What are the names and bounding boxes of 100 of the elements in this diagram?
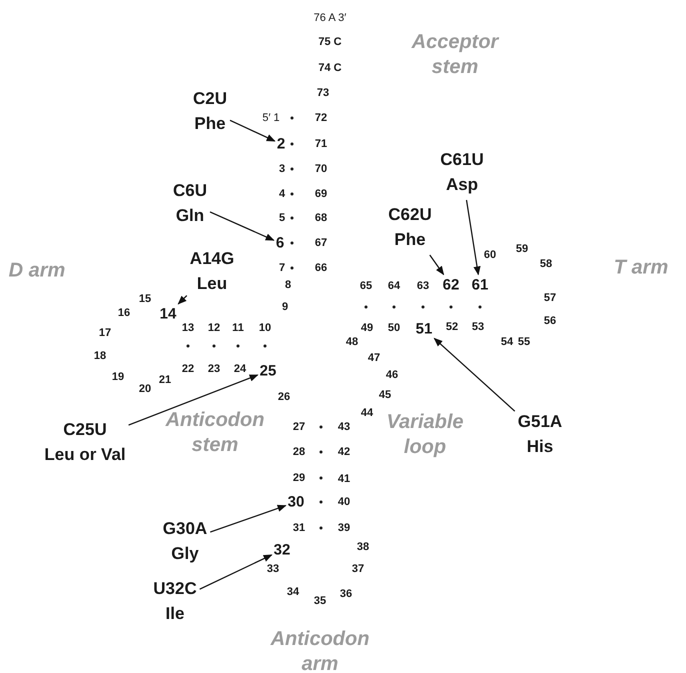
nucleotide-number: 69: [314, 188, 328, 200]
nucleotide-number: 56: [544, 315, 556, 327]
nucleotide-number: 21: [158, 374, 172, 386]
arrow: [199, 554, 273, 590]
nucleotide-number: 9: [282, 301, 288, 313]
nucleotide-number: 43: [338, 421, 350, 433]
nucleotide-number: 5′ 1: [262, 112, 280, 124]
nucleotide-number: 28: [292, 446, 306, 458]
arrow: [210, 504, 287, 533]
nucleotide-number: 46: [386, 369, 398, 381]
nucleotide-number: 48: [346, 336, 358, 348]
amino-acid-label: Leu or Val: [44, 444, 126, 466]
nucleotide-number: 4: [278, 188, 286, 200]
amino-acid-label: Ile: [166, 603, 184, 625]
nucleotide-number: 64: [388, 280, 400, 292]
nucleotide-number: 45: [378, 389, 392, 401]
nucleotide-number: 52: [446, 321, 458, 333]
nucleotide-number: 54: [500, 336, 514, 348]
region-label: T arm: [614, 256, 668, 280]
nucleotide-number: 68: [314, 212, 328, 224]
nucleotide-number: 18: [94, 350, 106, 362]
nucleotide-number: 19: [112, 371, 124, 383]
nucleotide-number: 7: [278, 262, 286, 274]
nucleotide-number: 30: [288, 494, 304, 510]
arrow: [178, 295, 188, 305]
mutation-label: G51A: [518, 411, 562, 433]
nucleotide-number: 23: [208, 363, 220, 375]
nucleotide-number: 63: [416, 280, 430, 292]
mutation-label: C61U: [440, 149, 484, 171]
mutation-label: C25U: [63, 419, 107, 441]
nucleotide-number: 70: [314, 163, 328, 175]
nucleotide-number: 60: [484, 249, 496, 261]
nucleotide-number: 15: [138, 293, 152, 305]
region-label: D arm: [8, 258, 66, 284]
nucleotide-number: 40: [338, 496, 350, 508]
nucleotide-number: 59: [516, 243, 528, 255]
nucleotide-number: 33: [266, 563, 280, 575]
nucleotide-number: 44: [360, 407, 374, 419]
mutation-label: C6U: [173, 180, 207, 202]
arrow: [128, 374, 259, 426]
nucleotide-number: 3: [278, 163, 286, 175]
nucleotide-number: 22: [182, 363, 194, 375]
arrow: [434, 338, 516, 412]
mutation-label: C62U: [388, 204, 432, 226]
nucleotide-number: 37: [352, 563, 364, 575]
nucleotide-number: 38: [356, 541, 370, 553]
nucleotide-number: 14: [160, 306, 176, 322]
mutation-label: A14G: [190, 248, 234, 270]
amino-acid-label: His: [526, 436, 554, 458]
nucleotide-number: 13: [182, 322, 194, 334]
nucleotide-number: 11: [232, 322, 244, 334]
nucleotide-number: 35: [314, 595, 326, 607]
nucleotide-number: 65: [360, 280, 372, 292]
nucleotide-number: 2: [276, 136, 286, 152]
nucleotide-number: 32: [274, 542, 290, 558]
mutation-label: C2U: [193, 88, 227, 110]
nucleotide-number: 5: [278, 212, 286, 224]
arrow: [210, 211, 275, 241]
region-label: Acceptor stem: [410, 30, 500, 80]
amino-acid-label: Gly: [171, 543, 199, 565]
amino-acid-label: Phe: [394, 229, 426, 251]
region-label: Anticodon stem: [164, 408, 266, 458]
nucleotide-number: 6: [276, 234, 284, 252]
nucleotide-number: 41: [338, 473, 350, 485]
nucleotide-number: 75 C: [318, 36, 342, 48]
nucleotide-number: 73: [316, 87, 330, 99]
nucleotide-number: 61: [472, 276, 488, 294]
nucleotide-number: 57: [544, 292, 556, 304]
nucleotide-number: 29: [292, 472, 306, 484]
amino-acid-label: Leu: [196, 273, 228, 295]
nucleotide-number: 26: [278, 391, 290, 403]
nucleotide-number: 50: [388, 322, 400, 334]
nucleotide-number: 12: [208, 322, 220, 334]
nucleotide-number: 8: [284, 279, 292, 291]
amino-acid-label: Asp: [446, 174, 478, 196]
nucleotide-number: 31: [292, 522, 306, 534]
mutation-label: U32C: [153, 578, 197, 600]
nucleotide-number: 72: [314, 112, 328, 124]
nucleotide-number: 49: [360, 322, 374, 334]
nucleotide-number: 27: [292, 421, 306, 433]
nucleotide-number: 17: [98, 327, 112, 339]
nucleotide-number: 67: [314, 237, 328, 249]
nucleotide-number: 10: [258, 322, 272, 334]
nucleotide-number: 66: [314, 262, 328, 274]
nucleotide-number: 36: [340, 588, 352, 600]
nucleotide-number: 71: [314, 138, 328, 150]
nucleotide-number: 47: [368, 352, 380, 364]
region-label: Anticodon arm: [269, 627, 370, 673]
nucleotide-number: 53: [472, 321, 484, 333]
nucleotide-number: 25: [260, 362, 276, 380]
nucleotide-number: 24: [234, 363, 246, 375]
nucleotide-number: 51: [416, 320, 432, 338]
amino-acid-label: Phe: [194, 113, 226, 135]
arrow: [429, 254, 444, 276]
nucleotide-number: 76 A 3′: [314, 12, 346, 24]
arrow: [466, 200, 481, 276]
nucleotide-number: 42: [338, 446, 350, 458]
nucleotide-number: 16: [118, 307, 130, 319]
arrow: [230, 120, 276, 142]
nucleotide-number: 58: [540, 258, 552, 270]
